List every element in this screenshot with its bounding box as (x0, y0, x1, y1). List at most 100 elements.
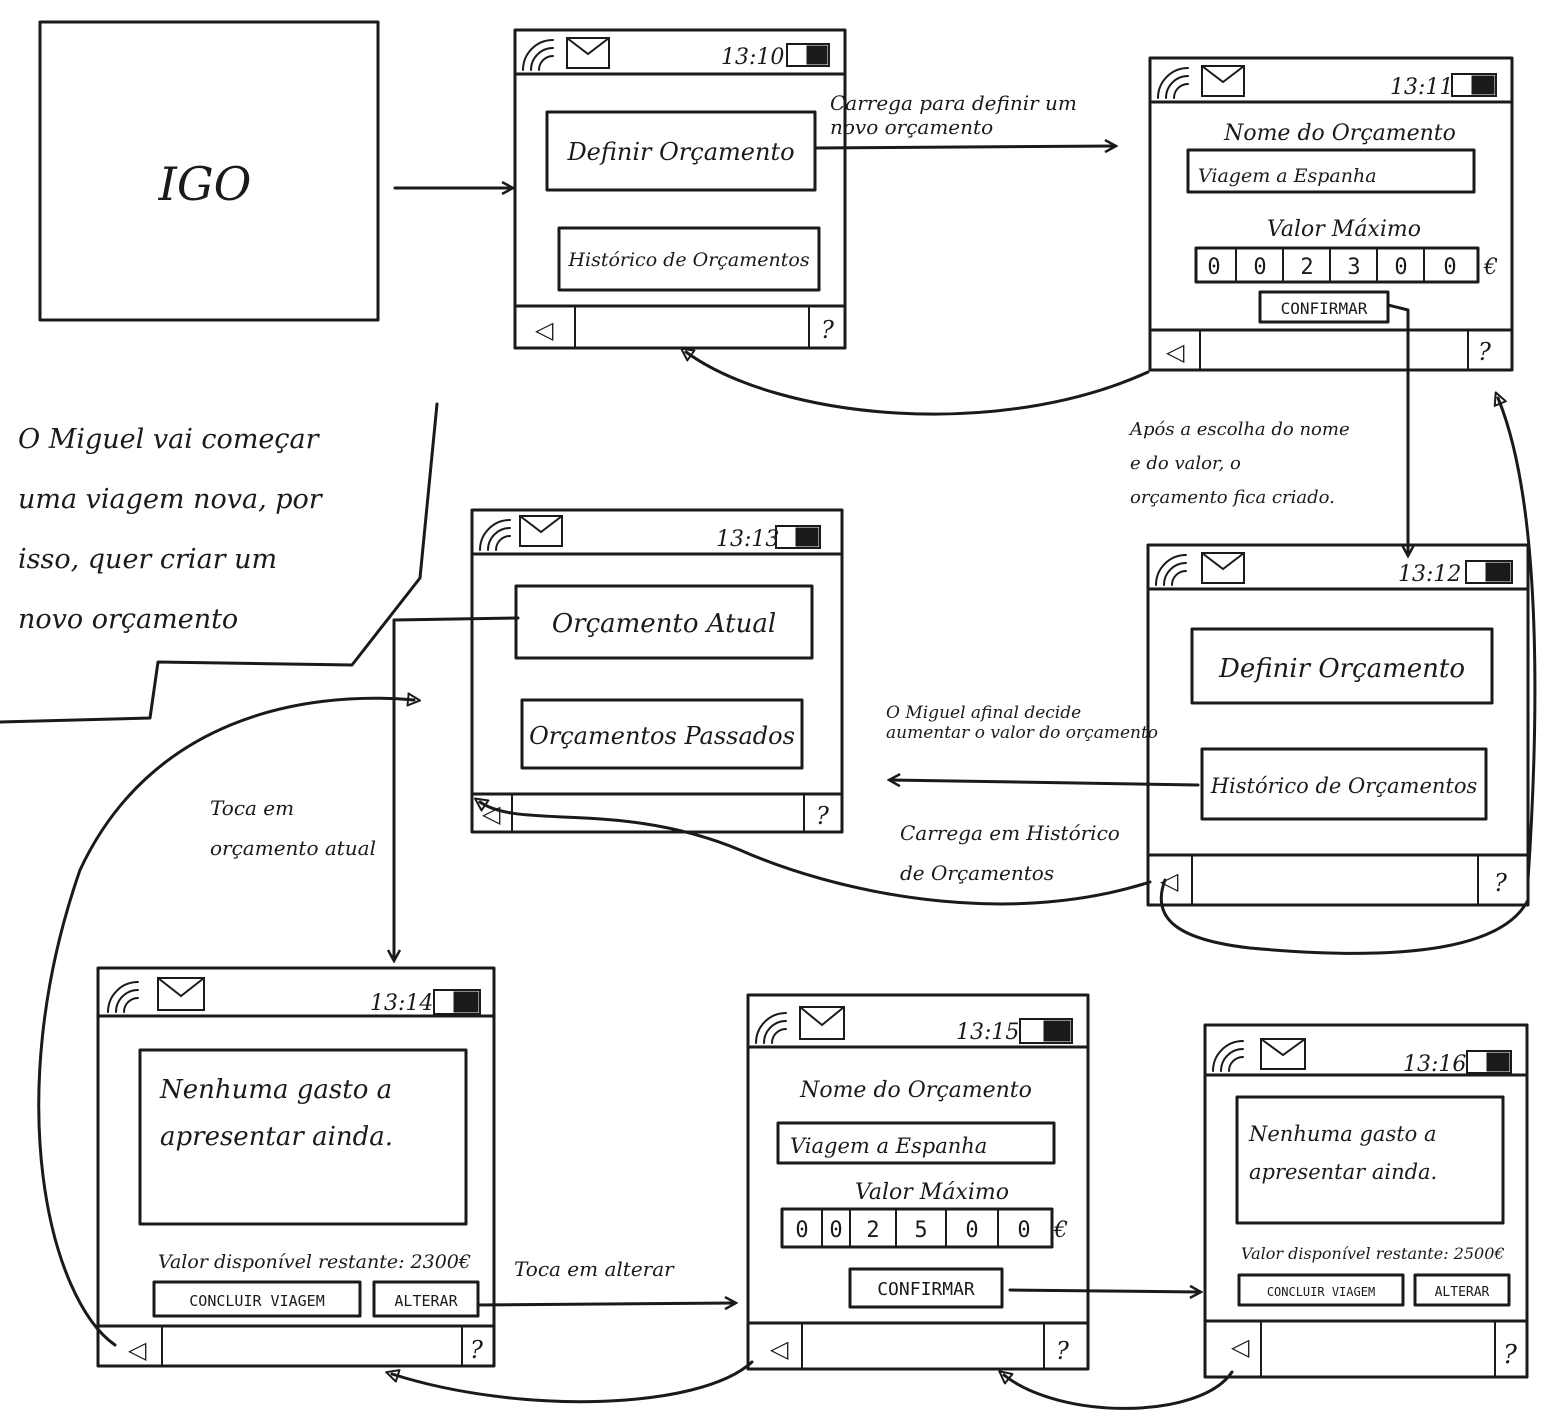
wifi-icon (1155, 554, 1187, 586)
confirm-label: CONFIRMAR (877, 1279, 975, 1300)
mail-icon (157, 977, 205, 1011)
digit: 0 (829, 1218, 842, 1243)
change-label: ALTERAR (394, 1292, 458, 1310)
change-label: ALTERAR (1435, 1285, 1490, 1300)
change-button[interactable] (1413, 1273, 1511, 1307)
help-button[interactable]: ? (821, 316, 834, 344)
finish-trip-label: CONCLUIR VIAGEM (1267, 1285, 1375, 1299)
mail-icon (799, 1006, 845, 1040)
wifi-icon (755, 1012, 787, 1044)
logo-frame: IGO (38, 20, 380, 322)
finish-trip-button[interactable] (1237, 1273, 1405, 1307)
back-button[interactable]: ◁ (535, 316, 554, 344)
current-budget-label: Orçamento Atual (552, 609, 776, 639)
help-button[interactable]: ? (816, 802, 829, 830)
available-value: Valor disponível restante: 2300€ (158, 1251, 471, 1273)
finish-trip-label: CONCLUIR VIAGEM (189, 1292, 324, 1310)
finish-trip-button[interactable] (152, 1280, 362, 1318)
mail-icon (519, 515, 563, 547)
status-time: 13:12 (1398, 562, 1461, 587)
confirm-label: CONFIRMAR (1281, 299, 1368, 318)
help-button[interactable]: ? (470, 1336, 483, 1364)
help-button[interactable]: ? (1494, 869, 1507, 897)
back-button[interactable]: ◁ (1160, 867, 1179, 895)
battery-icon (1019, 1018, 1073, 1044)
back-button[interactable]: ◁ (1231, 1333, 1250, 1361)
budget-name-label: Nome do Orçamento (1223, 121, 1456, 146)
max-value-digits[interactable]: 0 0 2 3 0 0 (1194, 246, 1480, 284)
past-budgets-button[interactable] (520, 698, 804, 770)
budget-name-field[interactable] (1186, 148, 1476, 194)
battery-icon (1451, 73, 1497, 97)
past-budgets-label: Orçamentos Passados (529, 722, 795, 750)
change-button[interactable] (372, 1280, 480, 1318)
mail-icon (1201, 552, 1245, 584)
screen-home-1: 13:10 Definir Orçamento Histórico de Orç… (513, 28, 847, 350)
define-budget-button[interactable] (1190, 627, 1494, 705)
help-button[interactable]: ? (1478, 338, 1491, 366)
mail-icon (1201, 65, 1245, 97)
status-time: 13:10 (721, 45, 784, 70)
status-time: 13:16 (1403, 1052, 1466, 1077)
currency-symbol: € (1483, 255, 1498, 280)
mail-icon (566, 37, 610, 69)
wifi-icon (522, 39, 554, 71)
status-time: 13:14 (370, 991, 433, 1016)
back-button[interactable]: ◁ (1166, 338, 1185, 366)
budget-name-field[interactable] (776, 1121, 1056, 1165)
expenses-panel (138, 1048, 468, 1226)
status-time: 13:15 (956, 1020, 1019, 1045)
define-budget-label: Definir Orçamento (1218, 654, 1465, 684)
expenses-panel (1235, 1095, 1505, 1225)
wifi-icon (107, 981, 139, 1013)
battery-icon (786, 43, 830, 67)
digit: 0 (1207, 255, 1220, 280)
digit: 5 (914, 1218, 927, 1243)
back-button[interactable]: ◁ (128, 1336, 147, 1364)
current-budget-button[interactable] (514, 584, 814, 660)
wifi-icon (1157, 67, 1189, 99)
budget-name-value: Viagem a Espanha (1198, 165, 1377, 187)
wifi-icon (479, 519, 511, 551)
digit: 0 (795, 1218, 808, 1243)
digit: 3 (1347, 255, 1360, 280)
screen-change-budget: 13:15 Nome do Orçamento Viagem a Espanha… (746, 993, 1090, 1371)
define-budget-button[interactable] (545, 110, 817, 192)
max-value-label: Valor Máximo (1267, 217, 1421, 242)
wifi-icon (1212, 1040, 1244, 1072)
logo-text: IGO (158, 157, 252, 211)
budget-name-label: Nome do Orçamento (799, 1078, 1032, 1103)
budget-name-value: Viagem a Espanha (790, 1134, 987, 1158)
confirm-button[interactable] (1258, 290, 1390, 324)
screen-history: 13:13 Orçamento Atual Orçamentos Passado… (470, 508, 844, 834)
budget-history-button[interactable] (1200, 747, 1488, 821)
back-button[interactable]: ◁ (770, 1335, 789, 1363)
screen-home-2: 13:12 Definir Orçamento Histórico de Orç… (1146, 543, 1530, 907)
digit: 0 (1443, 255, 1456, 280)
currency-symbol: € (1053, 1218, 1068, 1243)
help-button[interactable]: ? (1503, 1340, 1518, 1370)
max-value-digits[interactable]: 0 0 2 5 0 0 (780, 1207, 1054, 1249)
battery-icon (1466, 1050, 1512, 1074)
help-button[interactable]: ? (1056, 1337, 1069, 1365)
budget-history-label: Histórico de Orçamentos (1210, 774, 1478, 798)
screen-define-budget: 13:11 Nome do Orçamento Viagem a Espanha… (1148, 56, 1514, 372)
define-budget-label: Definir Orçamento (566, 138, 794, 166)
digit: 2 (866, 1218, 879, 1243)
budget-history-button[interactable] (557, 226, 821, 292)
confirm-button[interactable] (848, 1267, 1004, 1309)
digit: 0 (965, 1218, 978, 1243)
status-time: 13:11 (1390, 75, 1453, 100)
note-change: Toca em alterar (514, 1257, 675, 1281)
available-value: Valor disponível restante: 2500€ (1241, 1244, 1505, 1263)
